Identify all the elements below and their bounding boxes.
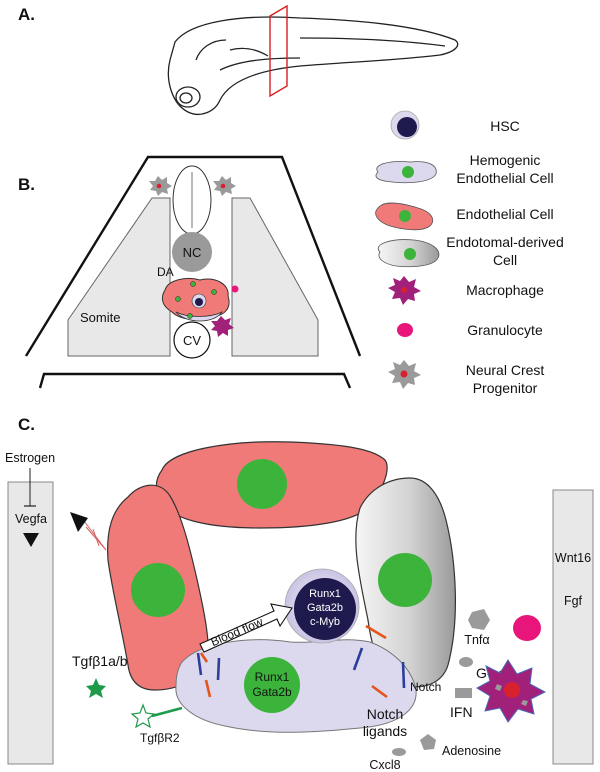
endothelial-nucleus-top <box>237 459 287 509</box>
legend-hemogenic: Hemogenic Endothelial Cell <box>375 152 554 186</box>
macrophage-b <box>211 316 234 337</box>
cardinal-vein <box>173 321 211 359</box>
tgfbr2-label: TgfβR2 <box>140 731 180 745</box>
vegfa-arrow <box>23 533 39 547</box>
cv-label: CV <box>183 333 201 348</box>
notch-ligands-label-2: ligands <box>363 723 407 739</box>
panel-label-a: A. <box>18 5 35 24</box>
hsc-cell: Runx1 Gata2b c-Myb <box>284 568 360 644</box>
legend-hemogenic-label-2: Endothelial Cell <box>456 170 553 186</box>
legend-macrophage: Macrophage <box>388 276 544 305</box>
legend-hsc: HSC <box>390 110 520 140</box>
granulocyte-b <box>231 285 239 293</box>
legend-ncp: Neural Crest Progenitor <box>388 360 544 396</box>
notch-receptors <box>196 624 406 699</box>
tgfbr2-star-icon <box>130 703 156 729</box>
somite-right <box>231 197 319 357</box>
hec-gene-2: Gata2b <box>252 685 292 699</box>
adenosine-label: Adenosine <box>442 744 501 758</box>
legend-endotomal-label-1: Endotomal-derived <box>446 234 564 250</box>
legend-endothelial: Endothelial Cell <box>375 202 554 231</box>
vegf-arrowhead <box>70 512 88 532</box>
legend-granulocyte: Granulocyte <box>397 322 543 338</box>
notochord <box>172 232 212 272</box>
macrophage-c <box>475 659 547 723</box>
tgfb-label: Tgfβ1a/b <box>72 653 128 669</box>
endothelial-cell-left <box>107 484 209 691</box>
legend-macrophage-label: Macrophage <box>466 282 544 298</box>
ifn-shape-icon <box>455 688 472 698</box>
nc-label: NC <box>183 245 202 260</box>
cxcl8-shape-icon <box>392 748 406 756</box>
hec-gene-1: Runx1 <box>255 670 290 684</box>
notch-label: Notch <box>410 680 441 694</box>
legend-hemogenic-label-1: Hemogenic <box>470 152 541 168</box>
dorsal-aorta <box>161 277 230 322</box>
legend-endotomal-label-2: Cell <box>493 252 517 268</box>
hsc-gene-3: c-Myb <box>310 616 340 628</box>
notochord-niche-bar <box>552 489 594 765</box>
cxcl8-label: Cxcl8 <box>369 758 400 772</box>
tgfb-star-icon <box>86 678 106 698</box>
hsc-gene-2: Gata2b <box>307 602 343 614</box>
somite-left <box>67 197 171 357</box>
endothelial-cell-top <box>155 441 388 529</box>
legend-ncp-label-1: Neural Crest <box>466 362 545 378</box>
gcsf-shape-icon <box>459 657 473 667</box>
notch-ligands-label-1: Notch <box>367 706 404 722</box>
vegf-receptor <box>70 512 107 551</box>
somite-niche-bar <box>7 481 54 765</box>
panel-label-c: C. <box>18 415 35 434</box>
hsc-gene-1: Runx1 <box>309 588 341 600</box>
adenosine-shape-icon <box>420 734 436 750</box>
legend-endotomal: Endotomal-derived Cell <box>377 234 564 268</box>
endothelial-nucleus-left <box>131 563 185 617</box>
legend: HSC Hemogenic Endothelial Cell Endotheli… <box>375 110 564 396</box>
tnfa-shape-icon <box>468 609 490 630</box>
endotomal-nucleus <box>378 553 432 607</box>
zebrafish-embryo-drawing <box>167 16 459 115</box>
legend-hsc-label: HSC <box>490 118 520 134</box>
somite-label: Somite <box>80 310 120 325</box>
section-plane <box>269 4 288 98</box>
ifn-label: IFN <box>450 704 473 720</box>
hemogenic-nucleus <box>244 657 300 713</box>
trunk-cross-section: Somite NC DA CV <box>24 155 362 389</box>
legend-endothelial-label: Endothelial Cell <box>456 206 553 222</box>
tgfbr2-receptor <box>151 706 183 718</box>
panel-label-b: B. <box>18 175 35 194</box>
da-label: DA <box>157 265 174 279</box>
granulocyte-c <box>513 615 541 641</box>
fgf-label: Fgf <box>564 594 583 608</box>
tnfa-label: Tnfα <box>464 633 489 647</box>
estrogen-label: Estrogen <box>5 451 55 465</box>
vegfa-label: Vegfa <box>15 512 47 526</box>
wnt16-label: Wnt16 <box>555 551 591 565</box>
legend-granulocyte-label: Granulocyte <box>467 322 543 338</box>
legend-ncp-label-2: Progenitor <box>473 380 538 396</box>
